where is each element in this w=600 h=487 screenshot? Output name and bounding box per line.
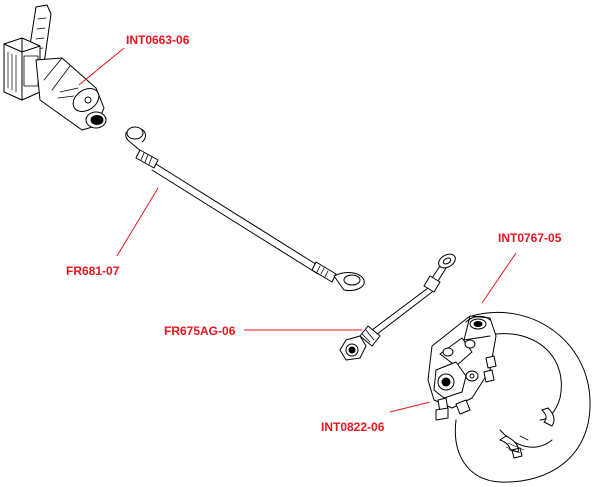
- leader-int0767: [481, 252, 517, 304]
- disc-brake-assembly: [427, 311, 591, 483]
- part-label-int0663: INT0663-06: [126, 33, 190, 47]
- long-brake-hose: [125, 126, 365, 291]
- leader-int0663: [78, 47, 125, 86]
- part-label-fr675: FR675AG-06: [164, 324, 236, 338]
- callout-leaders: [78, 47, 517, 413]
- part-label-int0822: INT0822-06: [321, 420, 385, 434]
- short-brake-hose: [339, 253, 456, 361]
- leader-int0822: [389, 401, 431, 413]
- leader-fr681: [116, 187, 159, 257]
- master-cylinder-assembly: [3, 4, 107, 131]
- part-label-int0767: INT0767-05: [498, 231, 562, 245]
- part-label-fr681: FR681-07: [66, 264, 120, 278]
